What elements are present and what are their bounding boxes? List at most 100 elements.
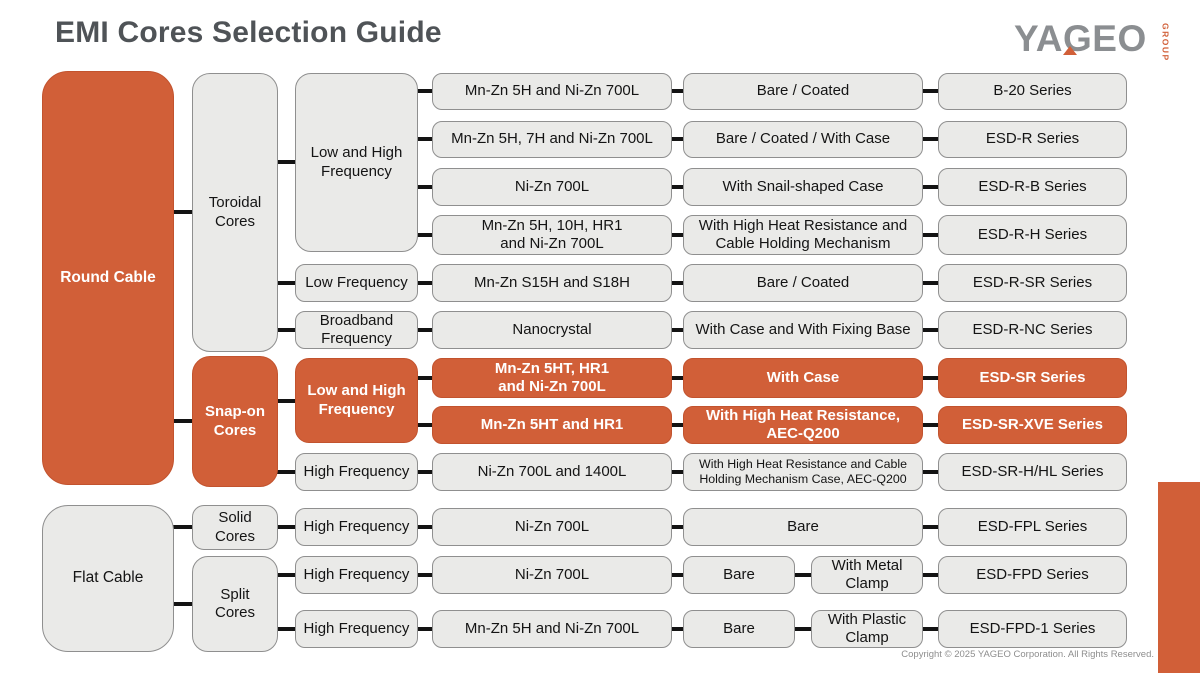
- connector-line: [917, 281, 943, 285]
- node-series-1: B-20 Series: [938, 73, 1127, 110]
- connector-line: [274, 281, 300, 285]
- node-material-5: Mn-Zn S15H and S18H: [432, 264, 672, 302]
- node-freq-low: Low Frequency: [295, 264, 418, 302]
- accent-side-rectangle: [1158, 482, 1200, 673]
- node-split-cores: Split Cores: [192, 556, 278, 652]
- node-material-10: Ni-Zn 700L: [432, 508, 672, 546]
- node-series-10: ESD-FPL Series: [938, 508, 1127, 546]
- node-series-9: ESD-SR-H/HL Series: [938, 453, 1127, 491]
- node-material-9: Ni-Zn 700L and 1400L: [432, 453, 672, 491]
- node-freq-high-solid: High Frequency: [295, 508, 418, 546]
- connector-line: [168, 210, 196, 214]
- node-freq-high-split-1: High Frequency: [295, 556, 418, 594]
- node-freq-low-high-toroidal: Low and High Frequency: [295, 73, 418, 252]
- connector-line: [917, 573, 943, 577]
- connector-line: [168, 419, 196, 423]
- node-material-2: Mn-Zn 5H, 7H and Ni-Zn 700L: [432, 121, 672, 158]
- yageo-logo-wordmark: YAGEO: [1014, 18, 1147, 59]
- connector-line: [412, 137, 438, 141]
- node-material-6: Nanocrystal: [432, 311, 672, 349]
- node-flat-cable: Flat Cable: [42, 505, 174, 652]
- node-material-12: Mn-Zn 5H and Ni-Zn 700L: [432, 610, 672, 648]
- node-material-7: Mn-Zn 5HT, HR1 and Ni-Zn 700L: [432, 358, 672, 398]
- connector-line: [666, 627, 688, 631]
- connector-line: [666, 89, 688, 93]
- node-construction-5: Bare / Coated: [683, 264, 923, 302]
- node-construction-11-bare: Bare: [683, 556, 795, 594]
- connector-line: [412, 376, 438, 380]
- node-series-12: ESD-FPD-1 Series: [938, 610, 1127, 648]
- node-construction-2: Bare / Coated / With Case: [683, 121, 923, 158]
- connector-line: [274, 470, 300, 474]
- node-round-cable: Round Cable: [42, 71, 174, 485]
- connector-line: [412, 573, 438, 577]
- node-series-4: ESD-R-H Series: [938, 215, 1127, 255]
- connector-line: [666, 233, 688, 237]
- connector-line: [917, 470, 943, 474]
- node-series-6: ESD-R-NC Series: [938, 311, 1127, 349]
- node-series-11: ESD-FPD Series: [938, 556, 1127, 594]
- connector-line: [666, 281, 688, 285]
- connector-line: [666, 185, 688, 189]
- connector-line: [274, 573, 300, 577]
- node-snap-on-cores: Snap-on Cores: [192, 356, 278, 487]
- connector-line: [274, 525, 300, 529]
- connector-line: [917, 423, 943, 427]
- connector-line: [168, 525, 196, 529]
- node-construction-4: With High Heat Resistance and Cable Hold…: [683, 215, 923, 255]
- connector-line: [791, 627, 815, 631]
- connector-line: [412, 185, 438, 189]
- connector-line: [666, 328, 688, 332]
- connector-line: [917, 376, 943, 380]
- connector-line: [274, 399, 300, 403]
- node-freq-high-snapon: High Frequency: [295, 453, 418, 491]
- connector-line: [791, 573, 815, 577]
- node-material-1: Mn-Zn 5H and Ni-Zn 700L: [432, 73, 672, 110]
- connector-line: [274, 328, 300, 332]
- node-construction-11-clamp: With Metal Clamp: [811, 556, 923, 594]
- node-series-7: ESD-SR Series: [938, 358, 1127, 398]
- connector-line: [666, 470, 688, 474]
- node-construction-7: With Case: [683, 358, 923, 398]
- connector-line: [274, 627, 300, 631]
- connector-line: [412, 89, 438, 93]
- copyright-notice: Copyright © 2025 YAGEO Corporation. All …: [901, 649, 1154, 660]
- connector-line: [917, 328, 943, 332]
- node-construction-9: With High Heat Resistance and Cable Hold…: [683, 453, 923, 491]
- node-series-8: ESD-SR-XVE Series: [938, 406, 1127, 444]
- node-freq-broadband: Broadband Frequency: [295, 311, 418, 349]
- node-construction-12-clamp: With Plastic Clamp: [811, 610, 923, 648]
- node-construction-8: With High Heat Resistance, AEC-Q200: [683, 406, 923, 444]
- node-construction-3: With Snail-shaped Case: [683, 168, 923, 206]
- node-series-3: ESD-R-B Series: [938, 168, 1127, 206]
- connector-line: [917, 137, 943, 141]
- connector-line: [917, 89, 943, 93]
- connector-line: [666, 423, 688, 427]
- connector-line: [168, 602, 196, 606]
- node-freq-low-high-snapon: Low and High Frequency: [295, 358, 418, 443]
- node-material-8: Mn-Zn 5HT and HR1: [432, 406, 672, 444]
- node-construction-10: Bare: [683, 508, 923, 546]
- connector-line: [412, 281, 438, 285]
- yageo-logo-group-label: GROUP: [1160, 23, 1171, 62]
- connector-line: [666, 525, 688, 529]
- node-toroidal-cores: Toroidal Cores: [192, 73, 278, 352]
- connector-line: [274, 160, 300, 164]
- connector-line: [917, 233, 943, 237]
- node-construction-6: With Case and With Fixing Base: [683, 311, 923, 349]
- connector-line: [917, 525, 943, 529]
- node-freq-high-split-2: High Frequency: [295, 610, 418, 648]
- node-material-3: Ni-Zn 700L: [432, 168, 672, 206]
- connector-line: [412, 328, 438, 332]
- node-material-4: Mn-Zn 5H, 10H, HR1 and Ni-Zn 700L: [432, 215, 672, 255]
- connector-line: [412, 470, 438, 474]
- connector-line: [666, 137, 688, 141]
- connector-line: [917, 185, 943, 189]
- connector-line: [666, 573, 688, 577]
- connector-line: [412, 423, 438, 427]
- connector-line: [917, 627, 943, 631]
- yageo-logo: YAGEO GROUP: [1014, 20, 1174, 64]
- node-material-11: Ni-Zn 700L: [432, 556, 672, 594]
- node-construction-1: Bare / Coated: [683, 73, 923, 110]
